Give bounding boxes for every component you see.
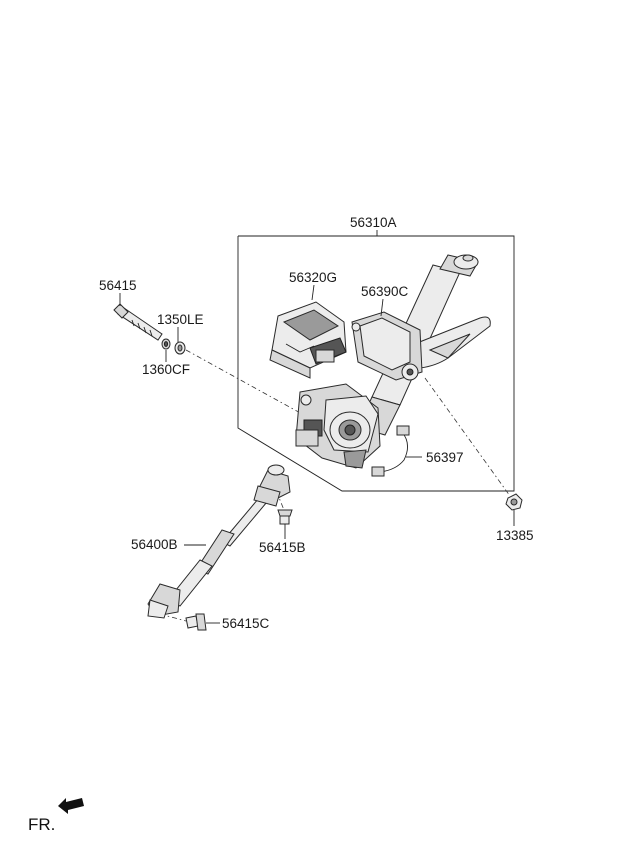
column-lower-housing [295,383,381,469]
ref-line-nut [424,377,511,497]
label-56415C: 56415C [222,616,270,631]
label-1360CF: 1360CF [142,362,190,377]
label-13385: 13385 [496,528,534,543]
label-56310A: 56310A [350,215,397,230]
front-label: FR. [28,815,55,834]
label-56415: 56415 [99,278,137,293]
steering-column [351,254,491,436]
label-56415B: 56415B [259,540,306,555]
bolt-56415 [113,303,163,341]
washer-1350LE [174,341,186,355]
bolt-56415C [185,613,207,631]
label-56390C: 56390C [361,284,409,299]
front-direction-indicator: FR. [28,798,84,834]
nut-13385 [505,493,523,511]
harness [371,425,410,477]
label-1350LE: 1350LE [157,312,204,327]
leader-56390C [380,298,384,317]
assembly-outline [237,235,515,492]
label-56320G: 56320G [289,270,337,285]
motor-unit [269,301,347,379]
label-56400B: 56400B [131,537,178,552]
washer-1360CF [161,338,171,350]
leader-56320G [311,284,315,301]
bolt-56415B [277,509,293,525]
ref-line-washer [185,349,305,416]
intermediate-shaft [147,464,291,619]
label-56397: 56397 [426,450,464,465]
front-arrow-icon [58,798,84,814]
